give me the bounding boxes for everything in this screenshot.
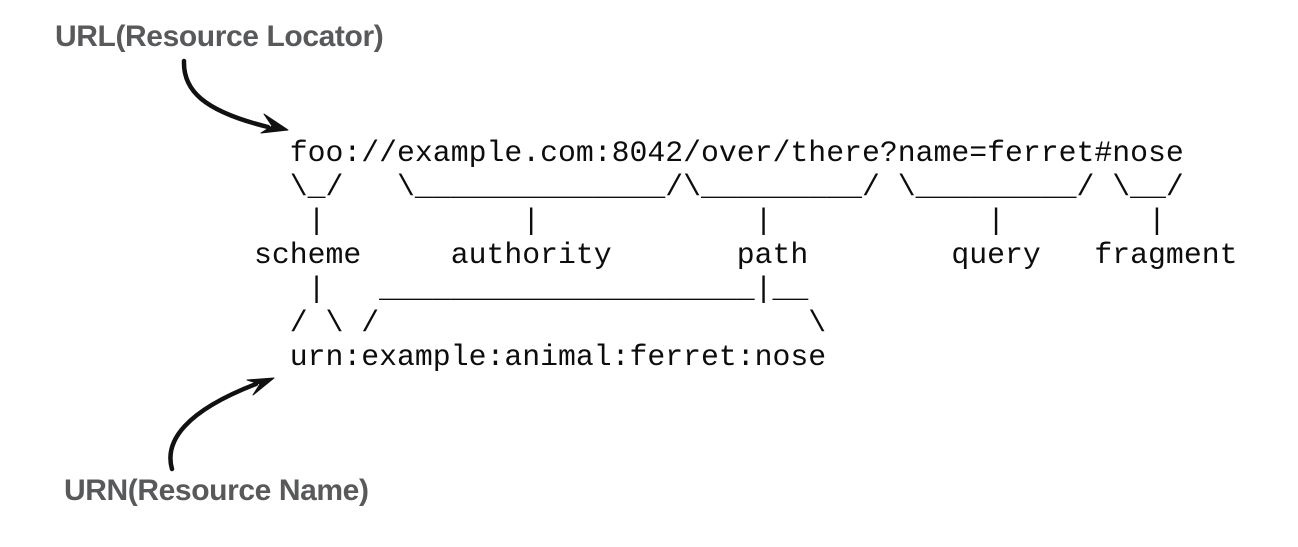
urn-braces-line: / \ / \ <box>254 306 827 340</box>
urn-resource-name-label: URN(Resource Name) <box>64 474 369 507</box>
urn-example-line: urn:example:animal:ferret:nose <box>254 340 827 374</box>
urn-arrow <box>168 377 275 472</box>
urn-connector-line: | _____________________|__ <box>254 272 809 306</box>
uri-braces-line: \_/ \______________/\_________/ \_______… <box>254 170 1184 204</box>
ascii-art-diagram: foo://example.com:8042/over/there?name=f… <box>254 136 1237 374</box>
uri-pointers-line: | | | | | <box>254 204 1166 238</box>
component-names-line: scheme authority path query fragment <box>254 238 1238 272</box>
url-arrow <box>181 58 289 134</box>
uri-example-line: foo://example.com:8042/over/there?name=f… <box>254 136 1184 170</box>
url-resource-locator-label: URL(Resource Locator) <box>55 20 384 53</box>
